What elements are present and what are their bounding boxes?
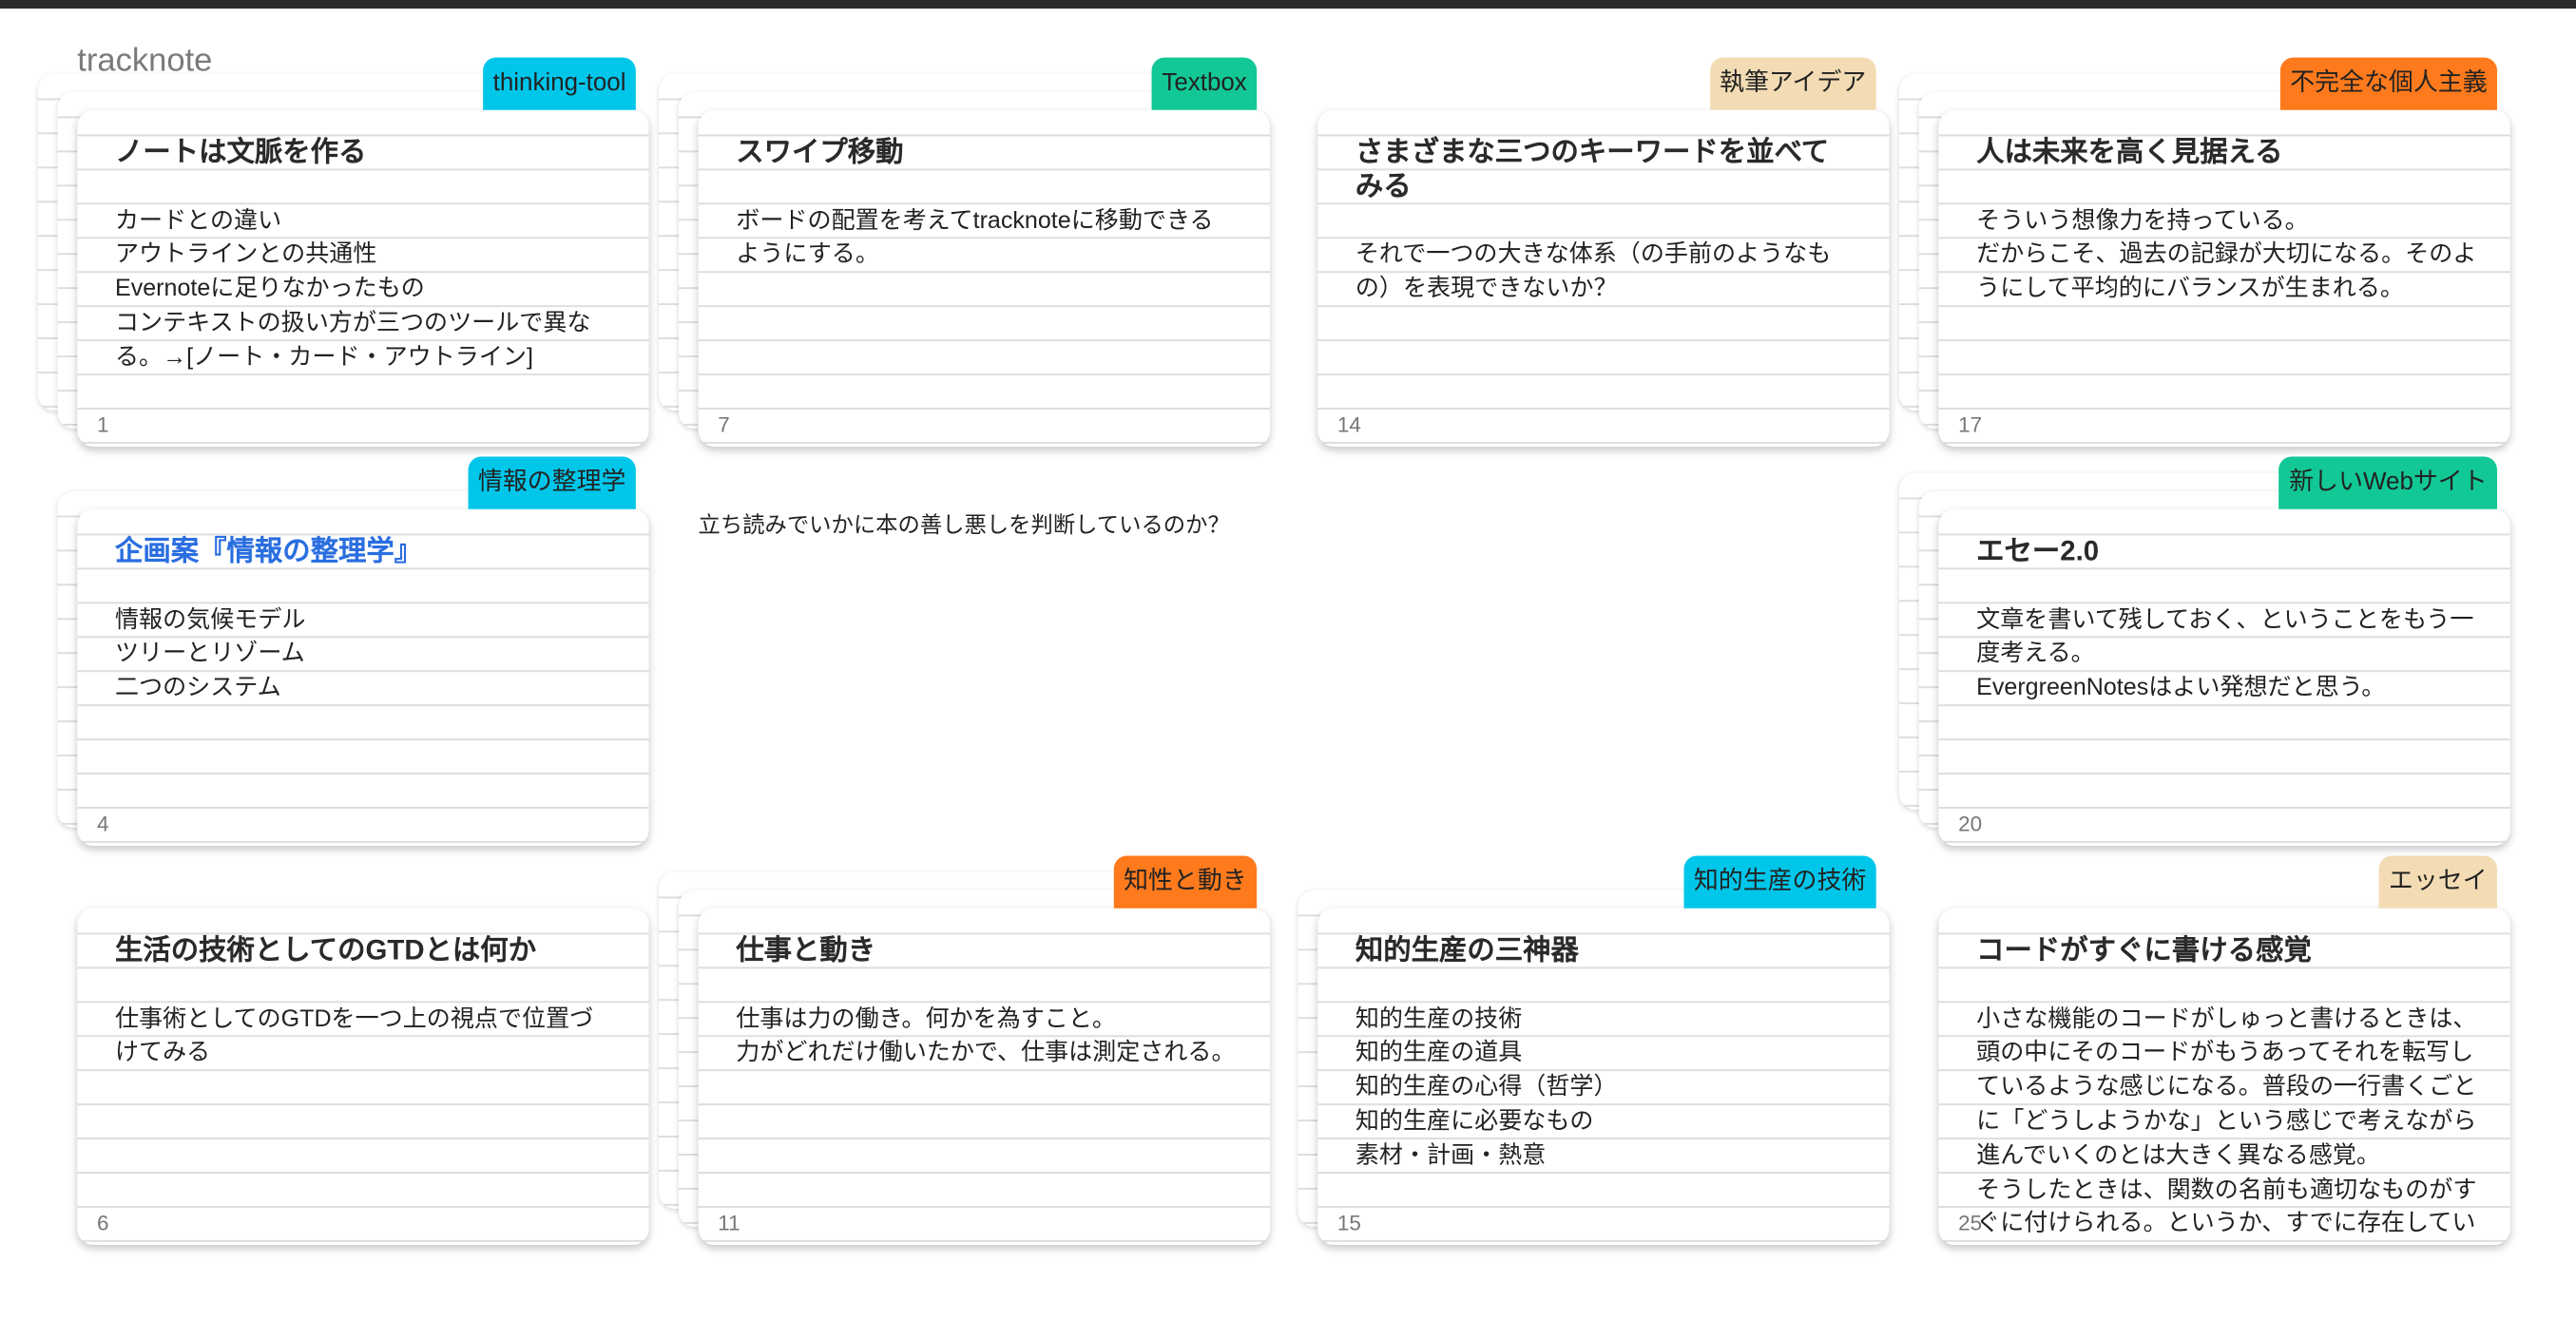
card-body-line: Evernoteに足りなかったもの: [114, 276, 425, 303]
card-body-line: だからこそ、過去の記録が大切になる。そのようにして平均的にバランスが生まれる。: [1976, 241, 2477, 303]
card-body: 情報の気候モデルツリーとリゾーム二つのシステム: [115, 603, 616, 706]
card-body: それで一つの大きな体系（の手前のようなもの）を表現できないか？: [1355, 239, 1856, 307]
free-text-note[interactable]: 立ち読みでいかに本の善し悪しを判断しているのか？: [698, 512, 1230, 538]
card-content: ノートは文脈を作るカードとの違いアウトラインとの共通性 Evernoteに足りなか…: [115, 136, 616, 447]
tag-label[interactable]: Textbox: [1152, 57, 1258, 110]
card-title-link[interactable]: 企画案『情報の整理学』: [114, 535, 423, 567]
tag-label[interactable]: 執筆アイデア: [1709, 57, 1876, 110]
card-body: カードとの違いアウトラインとの共通性 Evernoteに足りなかったものコンテキス…: [115, 204, 616, 375]
tag-label[interactable]: 知的生産の技術: [1683, 855, 1876, 909]
card-content: 企画案『情報の整理学』情報の気候モデルツリーとリゾーム二つのシステム: [115, 535, 616, 846]
tag-label[interactable]: エッセイ: [2378, 855, 2498, 909]
card-content: 仕事と動き仕事は力の働き。何かを為すこと。力がどれだけ働いたかで、仕事は測定され…: [736, 934, 1237, 1245]
card-title: 知的生産の三神器: [1355, 934, 1579, 966]
card-title: スワイプ移動: [736, 136, 904, 168]
card-body-line: 素材・計画・熱意: [1355, 1142, 1547, 1170]
card-number: 4: [96, 812, 109, 837]
card-body: 仕事は力の働き。何かを為すこと。力がどれだけ働いたかで、仕事は測定される。: [736, 1003, 1237, 1071]
card-body-line: EvergreenNotesはよい発想だと思う。: [1976, 675, 2386, 702]
note-card[interactable]: 20 エセー2.0 文章を書いて残しておく、ということをもう一度考える。 Evergr…: [1938, 508, 2510, 847]
card-number: 25: [1958, 1211, 1983, 1236]
tag-label[interactable]: 知性と動き: [1113, 855, 1258, 909]
card-body-line: 知的生産の心得（哲学）: [1355, 1074, 1618, 1101]
card-body-line: アウトラインとの共通性: [114, 241, 377, 269]
card-body-line: ツリーとリゾーム: [114, 641, 305, 668]
card-body: そういう想像力を持っている。だからこそ、過去の記録が大切になる。そのようにして平…: [1976, 204, 2477, 307]
card-body: ボードの配置を考えてtracknoteに移動できるようにする。: [736, 204, 1237, 273]
card-content: エセー2.0 文章を書いて残しておく、ということをもう一度考える。 Evergree…: [1976, 535, 2477, 846]
card-title: エセー2.0: [1976, 535, 2100, 567]
card-number: 20: [1958, 812, 1983, 837]
card-body-line: 二つのシステム: [114, 675, 281, 702]
card-body-line: 文章を書いて残しておく、ということをもう一度考える。: [1976, 606, 2474, 668]
card-body-line: 力がどれだけ働いたかで、仕事は測定される。: [736, 1040, 1236, 1067]
card-body-line: 知的生産の技術: [1355, 1005, 1523, 1033]
card-number: 7: [718, 412, 730, 438]
card-number: 15: [1336, 1211, 1361, 1236]
note-card[interactable]: 1 ノートは文脈を作るカードとの違いアウトラインとの共通性 Evernoteに足りな…: [77, 109, 649, 448]
card-title: ノートは文脈を作る: [114, 136, 367, 168]
card-body: 仕事術としてのGTDを一つ上の視点で位置づけてみる: [115, 1003, 616, 1071]
card-title: コードがすぐに書ける感覚: [1976, 934, 2312, 966]
card-body: 小さな機能のコードがしゅっと書けるときは、頭の中にそのコードがもうあってそれを転…: [1976, 1003, 2477, 1245]
card-body: 文章を書いて残しておく、ということをもう一度考える。 EvergreenNotes…: [1976, 603, 2477, 706]
card-body-line: 仕事術としてのGTDを一つ上の視点で位置づけてみる: [114, 1005, 594, 1067]
card-body-line: カードとの違い: [114, 207, 282, 235]
card-content: 人は未来を高く見据えるそういう想像力を持っている。だからこそ、過去の記録が大切に…: [1976, 136, 2477, 447]
tag-label[interactable]: 情報の整理学: [468, 456, 636, 509]
app-title: tracknote: [77, 42, 213, 79]
card-body-line: 仕事は力の働き。何かを為すこと。: [736, 1005, 1117, 1033]
card-title: さまざまな三つのキーワードを並べてみる: [1355, 136, 1830, 202]
tag-label[interactable]: 不完全な個人主義: [2279, 57, 2498, 110]
card-title: 人は未来を高く見据える: [1976, 136, 2283, 168]
card-content: スワイプ移動ボードの配置を考えてtracknoteに移動できるようにする。: [736, 136, 1237, 447]
card-content: コードがすぐに書ける感覚小さな機能のコードがしゅっと書けるときは、頭の中にそのコ…: [1976, 934, 2477, 1245]
card-number: 6: [96, 1211, 109, 1236]
card-content: さまざまな三つのキーワードを並べてみるそれで一つの大きな体系（の手前のようなもの…: [1355, 136, 1856, 447]
card-body-line: それで一つの大きな体系（の手前のようなもの）を表現できないか？: [1355, 241, 1832, 303]
card-body: 知的生産の技術知的生産の道具知的生産の心得（哲学） 知的生産に必要なもの素材・計画…: [1355, 1003, 1856, 1174]
card-title: 仕事と動き: [736, 934, 876, 966]
note-card[interactable]: 15 知的生産の三神器知的生産の技術知的生産の道具知的生産の心得（哲学） 知的生産に…: [1317, 908, 1890, 1246]
card-number: 14: [1336, 412, 1361, 438]
card-number: 17: [1958, 412, 1983, 438]
card-content: 知的生産の三神器知的生産の技術知的生産の道具知的生産の心得（哲学） 知的生産に必要…: [1355, 934, 1856, 1245]
card-body-line: 小さな機能のコードがしゅっと書けるときは、頭の中にそのコードがもうあってそれを転…: [1976, 1005, 2477, 1170]
window-top-bar: [0, 0, 2576, 9]
card-number: 1: [96, 412, 109, 438]
card-body-line: ボードの配置を考えてtracknoteに移動できるようにする。: [736, 207, 1214, 269]
card-body-line: 知的生産の道具: [1355, 1040, 1523, 1067]
card-body-line: 情報の気候モデル: [114, 606, 306, 634]
card-content: 生活の技術としてのGTDとは何か仕事術としてのGTDを一つ上の視点で位置づけてみ…: [115, 934, 616, 1245]
tag-label[interactable]: 新しいWebサイト: [2278, 456, 2498, 509]
tag-label[interactable]: thinking-tool: [483, 57, 636, 110]
card-body-line: そういう想像力を持っている。: [1976, 207, 2309, 235]
card-body-line: そうしたときは、関数の名前も適切なものがすぐに付けられる。というか、すでに存在し…: [1976, 1176, 2477, 1238]
card-body-line: 知的生産に必要なもの: [1355, 1108, 1594, 1136]
card-body-line: コンテキストの扱い方が三つのツールで異なる。→[ノート・カード・アウトライン]: [114, 310, 591, 372]
card-number: 11: [718, 1211, 740, 1236]
card-title: 生活の技術としてのGTDとは何か: [114, 934, 537, 966]
